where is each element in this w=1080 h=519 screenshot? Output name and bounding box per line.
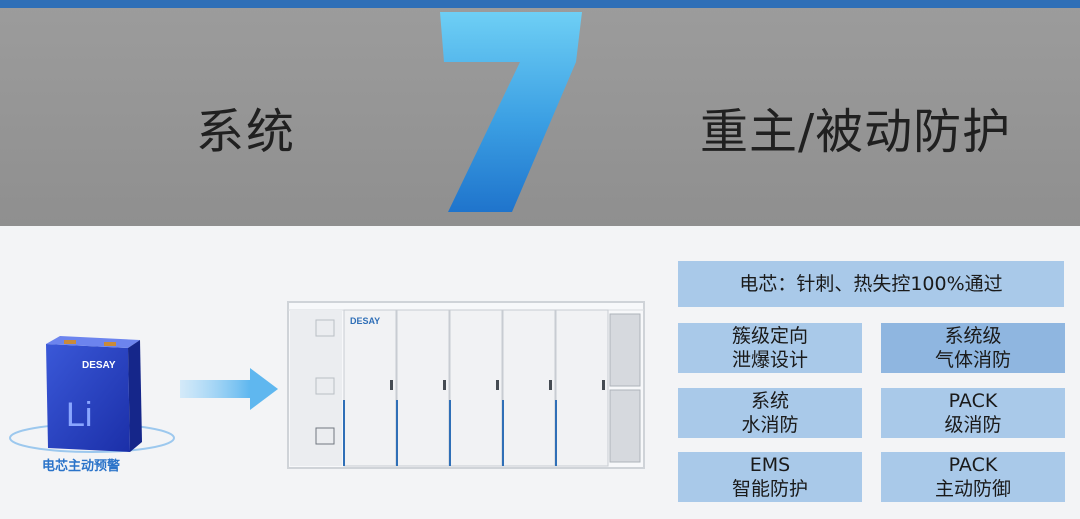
header-right-title: 重主/被动防护 xyxy=(700,104,1012,160)
header-top-edge xyxy=(0,0,1080,8)
arrow-right-icon xyxy=(180,368,278,410)
header-band: 系统 7 重主/被动防护 xyxy=(0,0,1080,226)
feature-system-water-fire: 系统水消防 xyxy=(678,388,862,438)
seven-graphic: 7 xyxy=(440,12,582,212)
storage-container-image: DESAY xyxy=(287,301,645,469)
feature-cell-test: 电芯：针刺、热失控100%通过 xyxy=(678,261,1064,307)
feature-cluster-venting: 簇级定向泄爆设计 xyxy=(678,323,862,373)
feature-system-gas-fire: 系统级气体消防 xyxy=(881,323,1065,373)
battery-caption: 电芯主动预警 xyxy=(42,459,121,474)
container-brand: DESAY xyxy=(350,316,380,326)
header-left-title: 系统 xyxy=(196,104,297,160)
battery-cell-image: DESAY Li xyxy=(9,336,175,453)
battery-brand: DESAY xyxy=(82,360,116,371)
battery-symbol: Li xyxy=(66,396,92,434)
